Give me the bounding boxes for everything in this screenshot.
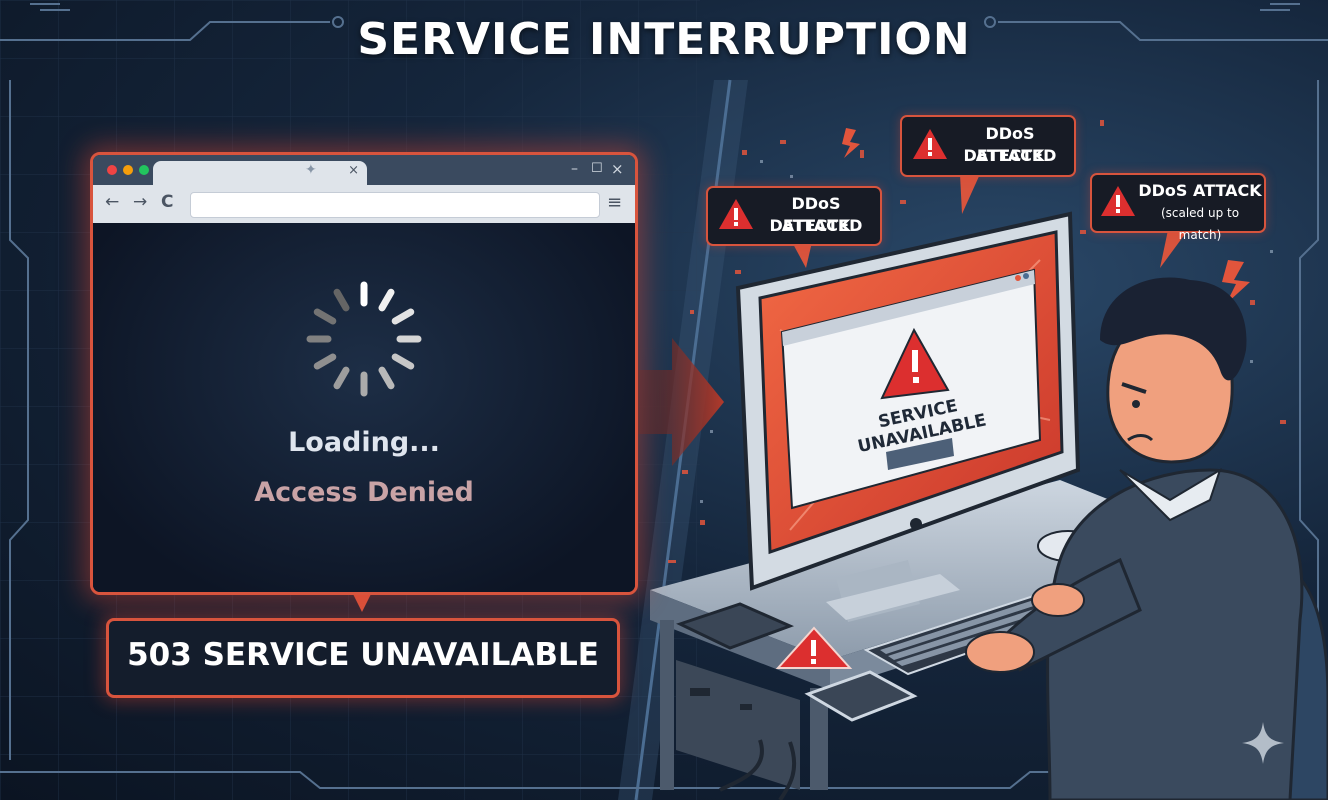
spinner-spoke	[391, 353, 415, 370]
desk	[650, 480, 1210, 660]
alert-line1: DDoS ATTACK	[1138, 181, 1262, 200]
close-icon[interactable]: ×	[611, 160, 624, 178]
spinner-spoke	[333, 366, 350, 390]
warning-icon	[913, 129, 947, 159]
error-label: 503 SERVICE UNAVAILABLE	[127, 637, 599, 673]
lightning-icon	[1222, 260, 1250, 304]
access-denied-text: Access Denied	[254, 477, 474, 508]
person-hand	[965, 631, 1035, 673]
back-icon[interactable]: ←	[105, 192, 120, 212]
alert-line2: (scaled up to match)	[1160, 206, 1240, 242]
alert-bubble: DDoS ATTACK (scaled up to match)	[1090, 173, 1266, 242]
spinner-spoke	[313, 308, 337, 325]
spinner-spoke	[313, 353, 337, 370]
alert-line1: DDoS ATTACK	[781, 194, 851, 235]
person-hand	[1031, 583, 1085, 617]
page-title: SERVICE INTERRUPTION	[357, 14, 971, 65]
alert-bubble: DDoS ATTACK DETECTED	[900, 115, 1076, 177]
spinner-spoke	[391, 308, 415, 325]
error-box-tail	[352, 592, 372, 612]
menu-icon[interactable]: ≡	[607, 192, 623, 213]
maximize-icon[interactable]: ☐	[591, 161, 603, 176]
warning-icon	[719, 199, 753, 229]
pointer-icon: ✦	[305, 162, 317, 178]
spinner-spoke	[378, 288, 395, 312]
spinner-spoke	[333, 288, 350, 312]
browser-window: × ✦ – ☐ × ← → C ≡ Loading... Access Deni…	[90, 152, 638, 595]
spinner-spoke	[378, 366, 395, 390]
tablet	[676, 602, 795, 650]
reload-icon[interactable]: C	[161, 192, 174, 212]
warning-icon	[1101, 186, 1135, 216]
minimize-icon[interactable]: –	[571, 161, 578, 177]
browser-tab-bar: × ✦ – ☐ ×	[93, 155, 635, 185]
error-label-box: 503 SERVICE UNAVAILABLE	[106, 618, 620, 698]
browser-tab[interactable]: ×	[153, 161, 367, 185]
maximize-window-dot[interactable]	[139, 165, 149, 175]
spinner-icon	[306, 281, 422, 397]
alert-line2: DETECTED	[963, 146, 1057, 165]
alert-bubble: DDoS ATTACK DETECTED	[706, 186, 882, 246]
alert-line1: DDoS ATTACK	[975, 124, 1045, 165]
address-bar[interactable]	[190, 192, 600, 218]
close-icon[interactable]: ×	[348, 163, 359, 178]
person-body	[1046, 468, 1304, 800]
minimize-window-dot[interactable]	[123, 165, 133, 175]
browser-content: Loading... Access Denied	[93, 223, 635, 592]
dialog-button	[886, 438, 954, 470]
close-window-dot[interactable]	[107, 165, 117, 175]
loading-text: Loading...	[288, 427, 440, 458]
forward-icon[interactable]: →	[133, 192, 148, 212]
alert-line2: DETECTED	[769, 216, 863, 235]
tablet	[804, 670, 918, 722]
browser-toolbar: ← → C ≡	[93, 185, 635, 223]
sparkle-icon	[1242, 722, 1284, 764]
person-hair	[1100, 277, 1247, 381]
